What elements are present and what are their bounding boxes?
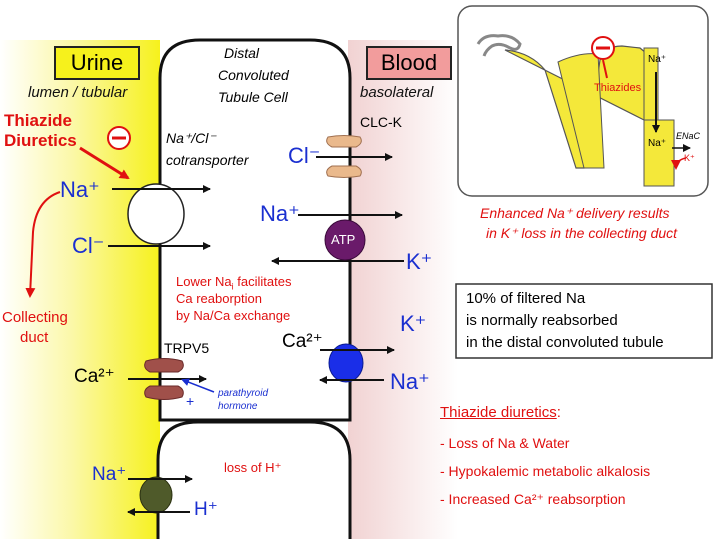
note-box [455, 283, 713, 359]
summary-title-text: Thiazide diuretics [440, 404, 557, 421]
note-line-2: is normally reabsorbed [466, 312, 618, 329]
k-blood-lower-label: K⁺ [400, 311, 427, 336]
cotransporter-label-2: cotransporter [166, 152, 249, 168]
collecting-duct-arrow [25, 191, 61, 298]
summary-item-1: - Loss of Na & Water [440, 435, 570, 451]
distal-tubule-cell [158, 38, 352, 422]
loss-h-label: loss of H⁺ [224, 460, 282, 475]
pth-plus: + [186, 393, 195, 409]
collecting-duct-label-2: duct [20, 329, 49, 346]
inhibit-symbol [107, 126, 131, 150]
inset-na2-label: Na⁺ [648, 138, 667, 149]
thiazide-arrow [79, 146, 130, 180]
na-lower-label: Na⁺ [92, 464, 127, 485]
cl-blood-label: Cl⁻ [288, 143, 321, 168]
thiazide-label-1: Thiazide [4, 111, 73, 130]
summary-title: Thiazide diuretics: [440, 404, 561, 422]
atp-label: ATP [331, 232, 356, 247]
note-line-1: 10% of filtered Na [466, 290, 586, 307]
urine-subtitle: lumen / tubular [28, 84, 128, 101]
trpv5-label: TRPV5 [164, 340, 210, 356]
inset-caption-2: in K⁺ loss in the collecting duct [486, 225, 678, 241]
trpv5-channel [144, 358, 184, 400]
blood-subtitle: basolateral [360, 84, 434, 101]
inset-k-label: K⁺ [684, 153, 695, 163]
summary-item-2: - Hypokalemic metabolic alkalosis [440, 463, 651, 479]
na-cell-label: Na⁺ [260, 201, 300, 226]
pth-arrow [181, 378, 215, 393]
k-blood-upper-label: K⁺ [406, 249, 433, 274]
inset-caption-1: Enhanced Na⁺ delivery results [480, 205, 670, 221]
summary-title-colon: : [556, 404, 561, 421]
clck-label: CLC-K [360, 114, 403, 130]
inset-na-label: Na⁺ [648, 54, 667, 65]
urine-box: Urine [54, 46, 140, 80]
lower-na-suffix: facilitates [233, 274, 292, 289]
lower-na-text-2: Ca reaborption [176, 291, 262, 306]
inset-thiazides-label: Thiazides [594, 82, 642, 94]
pth-label-2: hormone [218, 401, 258, 412]
lower-cell [156, 420, 352, 539]
lower-na-text-1: Lower Nai facilitates [176, 274, 292, 292]
atp-pump [324, 219, 366, 261]
cell-title-3: Tubule Cell [218, 89, 288, 105]
nah-exchanger [139, 476, 173, 514]
blood-region [348, 40, 458, 539]
nacl-cotransporter [127, 183, 185, 245]
lower-na-subscript: i [231, 281, 234, 292]
summary-item-3: - Increased Ca²⁺ reabsorption [440, 491, 626, 507]
thiazide-label-2: Diuretics [4, 131, 77, 150]
pth-label-1: parathyroid [218, 388, 269, 399]
blood-box: Blood [366, 46, 452, 80]
na-blood-lower-label: Na⁺ [390, 369, 430, 394]
cell-title-1: Distal [224, 45, 260, 61]
clck-channel [326, 135, 362, 178]
cell-title-2: Convoluted [218, 67, 289, 83]
nephron-diagram [476, 34, 691, 187]
na-lumen-label: Na⁺ [60, 177, 100, 202]
lower-na-text-3: by Na/Ca exchange [176, 308, 291, 323]
note-line-3: in the distal convoluted tubule [466, 334, 664, 351]
naca-exchanger [328, 343, 364, 383]
inset-enac-label: ENaC [676, 131, 701, 141]
lower-na-prefix: Lower Na [176, 274, 232, 289]
cl-lumen-label: Cl⁻ [72, 233, 105, 258]
h-lower-label: H⁺ [194, 499, 218, 520]
collecting-duct-label-1: Collecting [2, 309, 68, 326]
ca-lumen-label: Ca²⁺ [74, 366, 115, 387]
ca-cell-label: Ca²⁺ [282, 331, 323, 352]
cotransporter-label-1: Na⁺/Cl⁻ [166, 130, 216, 146]
